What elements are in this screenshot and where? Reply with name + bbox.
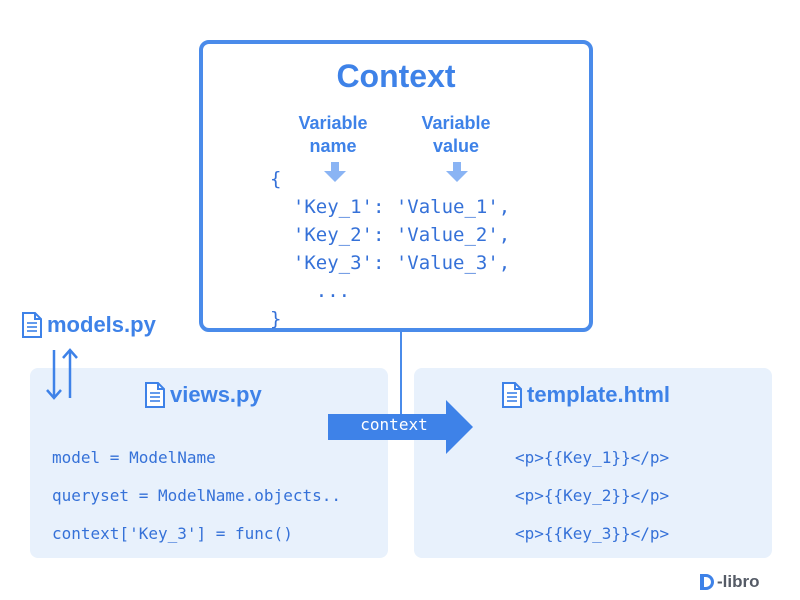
variable-value-label-line2: value bbox=[432, 136, 480, 156]
logo-text: -libro bbox=[717, 572, 760, 591]
context-box bbox=[199, 40, 593, 332]
views-panel bbox=[30, 368, 388, 558]
file-icon bbox=[502, 382, 522, 408]
models-file-label: models.py bbox=[22, 312, 156, 338]
template-panel bbox=[414, 368, 772, 558]
d-libro-logo: D -libro bbox=[700, 572, 760, 592]
context-title: Context bbox=[336, 58, 456, 94]
code-line: model = ModelName bbox=[52, 448, 216, 467]
connector-line bbox=[400, 332, 402, 426]
views-code: model = ModelName queryset = ModelName.o… bbox=[52, 439, 341, 553]
models-filename: models.py bbox=[47, 312, 156, 337]
variable-name-label: Variable name bbox=[283, 112, 383, 158]
dict-line: ... bbox=[270, 280, 351, 302]
template-filename: template.html bbox=[527, 382, 671, 407]
down-arrow-icon bbox=[324, 162, 346, 182]
views-file-label: views.py bbox=[145, 382, 262, 408]
variable-name-label-line1: Variable bbox=[298, 113, 368, 133]
views-filename: views.py bbox=[170, 382, 262, 407]
code-line: <p>{{Key_2}}</p> bbox=[515, 486, 670, 505]
code-line: <p>{{Key_1}}</p> bbox=[515, 448, 670, 467]
logo-mark: D bbox=[700, 574, 714, 590]
file-icon bbox=[22, 312, 42, 338]
context-dict: { 'Key_1': 'Value_1', 'Key_2': 'Value_2'… bbox=[270, 165, 510, 333]
dict-line: 'Key_1': 'Value_1', bbox=[270, 196, 511, 218]
dict-line: } bbox=[270, 308, 282, 330]
file-icon bbox=[145, 382, 165, 408]
code-line: queryset = ModelName.objects.. bbox=[52, 486, 341, 505]
dict-line: { bbox=[270, 168, 282, 190]
dict-line: 'Key_2': 'Value_2', bbox=[270, 224, 511, 246]
down-arrow-icon bbox=[446, 162, 468, 182]
variable-name-label-line2: name bbox=[309, 136, 357, 156]
template-code: <p>{{Key_1}}</p> <p>{{Key_2}}</p> <p>{{K… bbox=[515, 439, 669, 553]
code-line: context['Key_3'] = func() bbox=[52, 524, 293, 543]
code-line: <p>{{Key_3}}</p> bbox=[515, 524, 670, 543]
variable-value-label-line1: Variable bbox=[421, 113, 491, 133]
context-arrow bbox=[328, 400, 473, 454]
bidirectional-arrow-icon bbox=[46, 348, 78, 400]
dict-line: 'Key_3': 'Value_3', bbox=[270, 252, 511, 274]
variable-value-label: Variable value bbox=[406, 112, 506, 158]
template-file-label: template.html bbox=[502, 382, 670, 408]
context-arrow-label: context bbox=[360, 415, 428, 434]
